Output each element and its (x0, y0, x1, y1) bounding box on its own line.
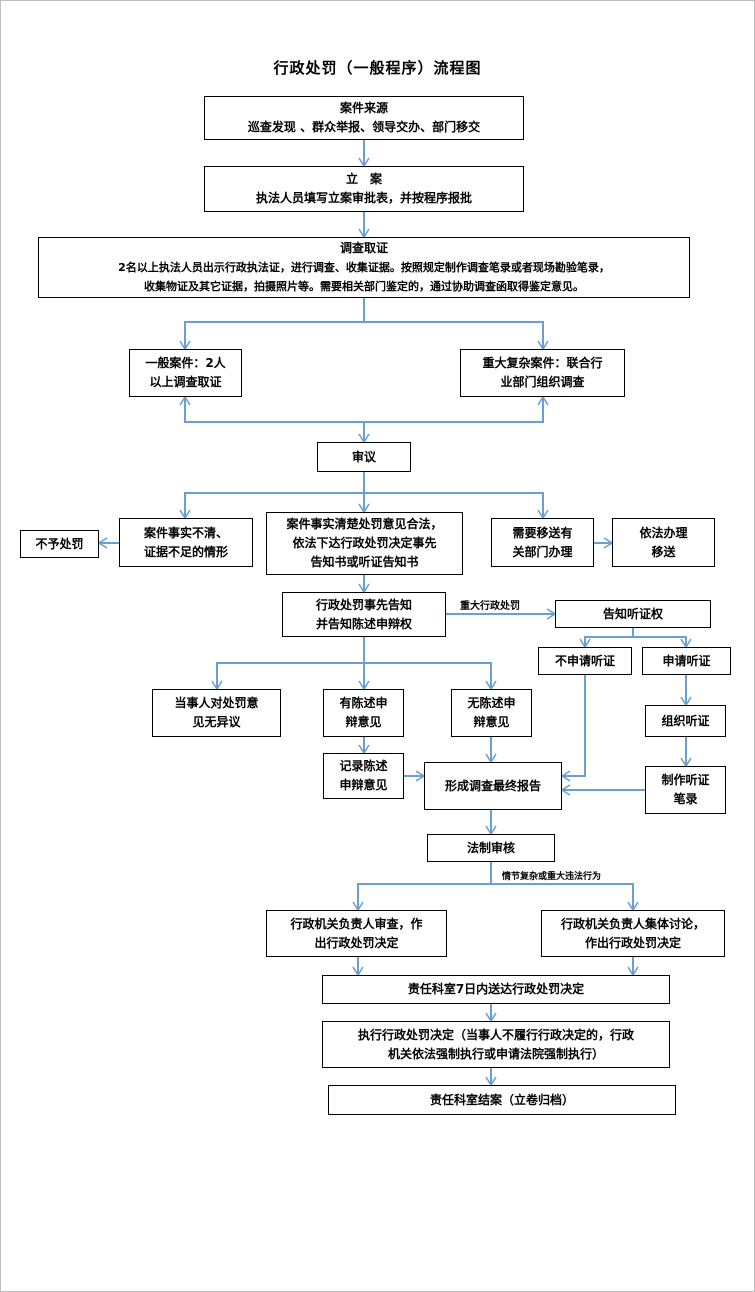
node-deliver: 责任科室7日内送达行政处罚决定 (322, 975, 670, 1004)
arrow-hearing-no (579, 628, 634, 649)
node-general-case: 一般案件：2人 以上调查取证 (129, 349, 242, 397)
node-transfer: 需要移送有 关部门办理 (491, 518, 594, 567)
node-major-case: 重大复杂案件：联合行 业部门组织调查 (460, 349, 625, 397)
node-unclear-line-1: 案件事实不清、 (143, 525, 228, 540)
node-clear-line-2: 依法下达行政处罚决定事先 (292, 536, 437, 550)
arrow-notice-objection (211, 637, 365, 691)
node-execute: 执行行政处罚决定（当事人不履行行政决定的，行政 机关依法强制执行或申请法院强制执… (322, 1021, 670, 1068)
node-review-line-1: 审议 (351, 449, 376, 464)
node-head-review: 行政机关负责人审查，作 出行政处罚决定 (266, 910, 447, 957)
node-organize-hearing-line-1: 组织听证 (661, 713, 710, 728)
arrow-nohearing-report (560, 675, 586, 782)
node-has-defense-line-1: 有陈述申 (339, 696, 388, 710)
chart-title: 行政处罚（一般程序）流程图 (273, 59, 482, 77)
node-general-case-line-2: 以上调查取证 (149, 375, 222, 389)
node-no-hearing: 不申请听证 (538, 647, 632, 675)
node-no-objection-line-1: 当事人对处罚意 (174, 696, 259, 710)
arrow-merge-general (179, 395, 364, 423)
node-has-defense-line-2: 辩意见 (345, 715, 382, 729)
arrow-review-unclear (179, 472, 365, 520)
arrow-merge-major (364, 395, 549, 423)
node-collective: 行政机关负责人集体讨论， 作出行政处罚决定 (541, 910, 725, 957)
node-investigation: 调查取证 2名以上执法人员出示行政执法证，进行调查、收集证据。按照规定制作调查笔… (38, 237, 690, 298)
node-no-penalty: 不予处罚 (20, 530, 99, 558)
arrow-notice-nodefense (364, 662, 497, 691)
node-clear-line-1: 案件事实清楚处罚意见合法， (286, 517, 443, 531)
node-head-review-line-1: 行政机关负责人审查，作 (290, 916, 423, 931)
label-major-penalty: 重大行政处罚 (460, 601, 520, 612)
node-major-case-line-1: 重大复杂案件：联合行 (482, 356, 603, 370)
node-apply-hearing-line-1: 申请听证 (662, 653, 711, 668)
node-major-case-line-2: 业部门组织调查 (500, 375, 585, 389)
label-complex-case: 情节复杂或重大违法行为 (502, 872, 602, 882)
arrow-investigation-major (364, 321, 549, 351)
node-investigation-line-2: 2名以上执法人员出示行政执法证，进行调查、收集证据。按照规定制作调查笔录或者现场… (118, 261, 610, 274)
node-prior-notice: 行政处罚事先告知 并告知陈述申辩权 (282, 592, 446, 637)
node-hearing-right: 告知听证权 (555, 600, 711, 628)
node-filing-line-2: 执法人员填写立案审批表，并按程序报批 (255, 191, 472, 205)
node-prior-notice-line-1: 行政处罚事先告知 (315, 597, 412, 612)
node-record-defense: 记录陈述 申辩意见 (323, 753, 404, 799)
node-close-line-1: 责任科室结案（立卷归档） (429, 1092, 574, 1107)
node-apply-hearing: 申请听证 (642, 647, 731, 675)
node-execute-line-1: 执行行政处罚决定（当事人不履行行政决定的，行政 (357, 1027, 634, 1042)
node-deliver-line-1: 责任科室7日内送达行政处罚决定 (407, 982, 585, 996)
node-transfer-line-1: 需要移送有 (512, 525, 573, 540)
node-review: 审议 (317, 442, 411, 472)
node-no-objection: 当事人对处罚意 见无异议 (152, 689, 281, 737)
node-general-case-line-1: 一般案件：2人 (145, 356, 226, 370)
node-has-defense: 有陈述申 辩意见 (323, 689, 404, 737)
node-execute-line-2: 机关依法强制执行或申请法院强制执行） (387, 1046, 604, 1061)
node-no-defense-line-2: 辩意见 (473, 715, 510, 729)
node-organize-hearing: 组织听证 (645, 705, 726, 737)
node-filing-line-1: 立 案 (345, 172, 382, 186)
node-final-report: 形成调查最终报告 (424, 762, 562, 810)
node-final-report-line-1: 形成调查最终报告 (444, 778, 541, 793)
node-transfer-do-line-1: 依法办理 (639, 525, 688, 540)
node-record-defense-line-2: 申辩意见 (339, 778, 388, 792)
node-record-defense-line-1: 记录陈述 (339, 759, 388, 773)
arrow-legal-head (352, 862, 492, 912)
node-hearing-right-line-1: 告知听证权 (602, 606, 663, 621)
node-no-defense: 无陈述申 辩意见 (451, 689, 532, 737)
node-legal-review: 法制审核 (427, 834, 555, 862)
node-transfer-line-2: 关部门办理 (512, 544, 573, 559)
arrow-legal-collective (491, 883, 639, 912)
node-transfer-do: 依法办理 移送 (612, 518, 715, 567)
arrow-hearing-apply (633, 636, 692, 649)
node-case-source: 案件来源 巡查发现 、群众举报、领导交办、部门移交 (204, 96, 524, 140)
node-collective-line-2: 作出行政处罚决定 (584, 935, 681, 950)
node-hearing-record: 制作听证 笔录 (645, 766, 726, 814)
node-collective-line-1: 行政机关负责人集体讨论， (560, 916, 705, 931)
node-close: 责任科室结案（立卷归档） (328, 1085, 676, 1115)
node-no-objection-line-2: 见无异议 (192, 715, 241, 729)
node-transfer-do-line-2: 移送 (651, 544, 676, 559)
node-investigation-line-1: 调查取证 (339, 241, 388, 255)
node-unclear-line-2: 证据不足的情形 (143, 544, 228, 559)
node-clear: 案件事实清楚处罚意见合法， 依法下达行政处罚决定事先 告知书或听证告知书 (266, 512, 463, 575)
node-legal-review-line-1: 法制审核 (466, 840, 515, 855)
node-no-defense-line-1: 无陈述申 (467, 696, 516, 710)
node-filing: 立 案 执法人员填写立案审批表，并按程序报批 (204, 166, 524, 212)
node-hearing-record-line-2: 笔录 (673, 792, 698, 806)
node-clear-line-3: 告知书或听证告知书 (310, 555, 419, 569)
node-hearing-record-line-1: 制作听证 (661, 773, 710, 787)
arrow-review-transfer (364, 492, 549, 520)
node-head-review-line-2: 出行政处罚决定 (314, 935, 399, 950)
node-investigation-line-3: 收集物证及其它证据，拍摄照片等。需要相关部门鉴定的，通过协助调查函取得鉴定意见。 (144, 280, 584, 293)
node-prior-notice-line-2: 并告知陈述申辩权 (315, 616, 412, 631)
node-no-penalty-line-1: 不予处罚 (35, 536, 84, 551)
arrow-investigation-split (179, 298, 365, 351)
node-unclear: 案件事实不清、 证据不足的情形 (119, 518, 253, 567)
node-no-hearing-line-1: 不申请听证 (554, 653, 615, 668)
node-case-source-line-1: 案件来源 (339, 101, 388, 115)
node-case-source-line-2: 巡查发现 、群众举报、领导交办、部门移交 (247, 120, 481, 134)
